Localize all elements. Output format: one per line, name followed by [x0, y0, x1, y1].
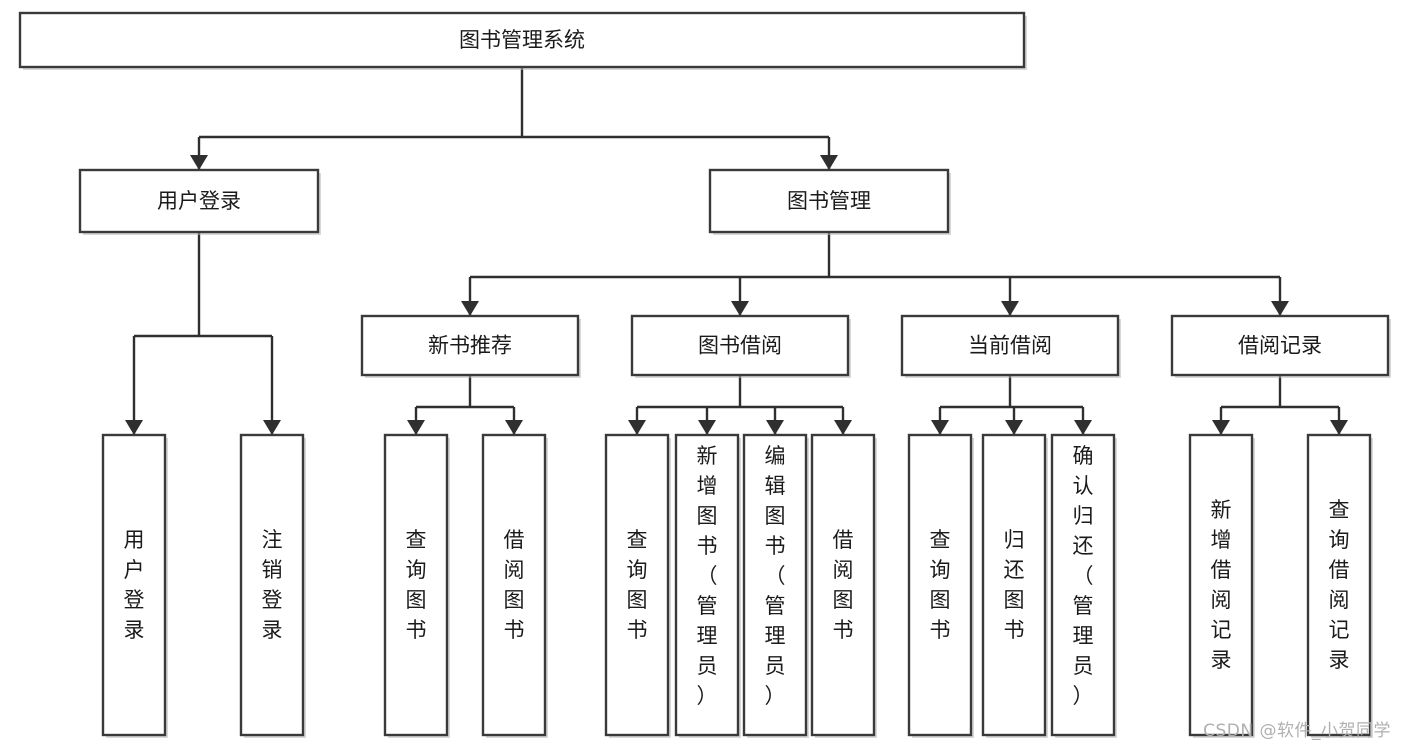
node-box	[604, 433, 670, 737]
node-leaf-query-book-borrow[interactable]: 查询图书	[604, 433, 671, 738]
node-book-borrow[interactable]: 图书借阅	[630, 314, 851, 378]
arrow-down-icon	[1212, 420, 1230, 435]
arrow-down-icon	[820, 155, 838, 170]
node-leaf-borrow-book-rec[interactable]: 借阅图书	[481, 433, 548, 738]
node-box	[810, 433, 876, 737]
node-box	[1188, 433, 1254, 737]
node-box	[360, 314, 580, 377]
node-label: 借阅图书	[833, 528, 854, 642]
arrow-down-icon	[1271, 301, 1289, 316]
node-label: 当前借阅	[968, 334, 1052, 358]
node-label: 新增图书（管理员）	[697, 444, 718, 708]
node-current-borrow[interactable]: 当前借阅	[900, 314, 1121, 378]
node-label: 图书管理系统	[459, 28, 585, 52]
node-box	[383, 433, 449, 737]
node-box	[481, 433, 547, 737]
node-label: 查询图书	[627, 528, 648, 642]
node-label: 查询图书	[406, 528, 427, 642]
node-label: 借阅记录	[1238, 334, 1322, 358]
node-box	[78, 168, 320, 234]
node-box	[708, 168, 950, 234]
node-box	[981, 433, 1047, 737]
node-box	[1050, 433, 1116, 737]
node-leaf-user-login[interactable]: 用户登录	[101, 433, 168, 738]
arrow-down-icon	[125, 420, 143, 435]
node-label: 查询借阅记录	[1329, 498, 1350, 672]
node-leaf-add-borrow-record[interactable]: 新增借阅记录	[1188, 433, 1255, 738]
node-label: 注销登录	[262, 528, 283, 642]
node-root[interactable]: 图书管理系统	[18, 11, 1027, 70]
arrow-down-icon	[263, 420, 281, 435]
arrow-down-icon	[505, 420, 523, 435]
node-label: 编辑图书（管理员）	[765, 444, 786, 708]
arrow-down-icon	[698, 420, 716, 435]
arrow-down-icon	[1330, 420, 1348, 435]
arrow-down-icon	[731, 301, 749, 316]
node-book-manage[interactable]: 图书管理	[708, 168, 951, 235]
node-label: 图书借阅	[698, 334, 782, 358]
arrow-down-icon	[834, 420, 852, 435]
node-box	[239, 433, 305, 737]
node-leaf-query-borrow-record[interactable]: 查询借阅记录	[1306, 433, 1373, 738]
nodes-layer: 图书管理系统用户登录图书管理新书推荐图书借阅当前借阅借阅记录用户登录注销登录查询…	[18, 11, 1391, 738]
arrow-down-icon	[1074, 420, 1092, 435]
node-leaf-return-book[interactable]: 归还图书	[981, 433, 1048, 738]
node-box	[1306, 433, 1372, 737]
node-borrow-record[interactable]: 借阅记录	[1170, 314, 1391, 378]
arrow-down-icon	[461, 301, 479, 316]
node-box	[742, 433, 808, 737]
node-leaf-edit-book-admin[interactable]: 编辑图书（管理员）	[742, 433, 809, 738]
node-label: 用户登录	[124, 528, 145, 642]
node-label: 用户登录	[157, 189, 241, 213]
arrow-down-icon	[1001, 301, 1019, 316]
node-label: 归还图书	[1004, 528, 1025, 642]
arrow-down-icon	[628, 420, 646, 435]
node-leaf-confirm-return-admin[interactable]: 确认归还（管理员）	[1050, 433, 1117, 738]
node-user-login[interactable]: 用户登录	[78, 168, 321, 235]
node-leaf-logout[interactable]: 注销登录	[239, 433, 306, 738]
node-box	[1170, 314, 1390, 377]
arrow-down-icon	[931, 420, 949, 435]
node-label: 图书管理	[787, 189, 871, 213]
node-label: 确认归还（管理员）	[1073, 444, 1094, 708]
node-box	[101, 433, 167, 737]
node-new-book-rec[interactable]: 新书推荐	[360, 314, 581, 378]
arrow-down-icon	[1005, 420, 1023, 435]
node-label: 新增借阅记录	[1211, 498, 1232, 672]
arrow-down-icon	[407, 420, 425, 435]
watermark-label: CSDN @软件_小贺同学	[1203, 721, 1391, 741]
node-box	[674, 433, 740, 737]
node-box	[18, 11, 1026, 69]
arrow-down-icon	[766, 420, 784, 435]
arrow-down-icon	[190, 155, 208, 170]
node-leaf-borrow-book[interactable]: 借阅图书	[810, 433, 877, 738]
node-box	[900, 314, 1120, 377]
node-label: 查询图书	[930, 528, 951, 642]
node-leaf-query-book-rec[interactable]: 查询图书	[383, 433, 450, 738]
node-leaf-query-book-current[interactable]: 查询图书	[907, 433, 974, 738]
node-label: 借阅图书	[504, 528, 525, 642]
node-box	[630, 314, 850, 377]
connectors-layer	[125, 67, 1348, 435]
node-label: 新书推荐	[428, 334, 512, 358]
node-box	[907, 433, 973, 737]
node-leaf-add-book-admin[interactable]: 新增图书（管理员）	[674, 433, 741, 738]
